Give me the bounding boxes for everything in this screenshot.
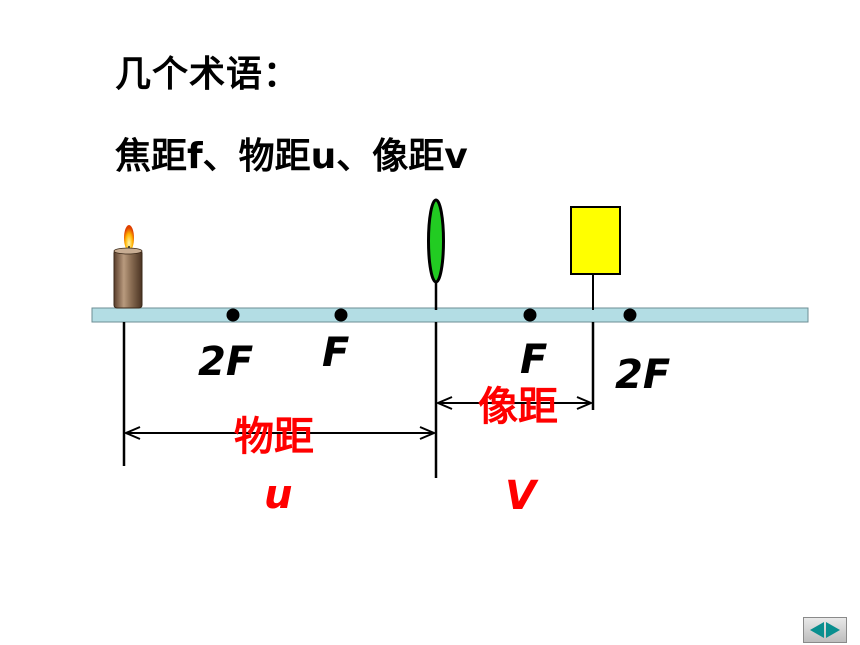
image-screen — [570, 206, 621, 310]
candle-object — [113, 225, 143, 309]
object-distance-label: 物距 — [234, 414, 314, 460]
optical-bench — [91, 307, 809, 323]
object-distance-symbol: u — [264, 472, 292, 518]
slide-subtitle: 焦距f、物距u、像距v — [115, 136, 468, 177]
right-f-point — [523, 308, 537, 322]
image-distance-symbol: V — [505, 473, 539, 519]
left-2f-point — [226, 308, 240, 322]
left-f-label: F — [322, 330, 349, 376]
right-2f-label: 2F — [615, 352, 670, 398]
right-2f-point — [623, 308, 637, 322]
image-distance-arrow — [435, 396, 594, 410]
convex-lens — [427, 198, 445, 310]
left-f-point — [334, 308, 348, 322]
right-f-label: F — [520, 337, 547, 383]
slide-title: 几个术语： — [115, 54, 301, 95]
object-distance-arrow — [123, 426, 437, 440]
left-2f-label: 2F — [198, 339, 253, 385]
image-distance-label: 像距 — [478, 384, 558, 430]
triangle-right-icon[interactable] — [826, 622, 840, 638]
triangle-left-icon[interactable] — [810, 622, 824, 638]
slide-navigation — [803, 617, 847, 643]
